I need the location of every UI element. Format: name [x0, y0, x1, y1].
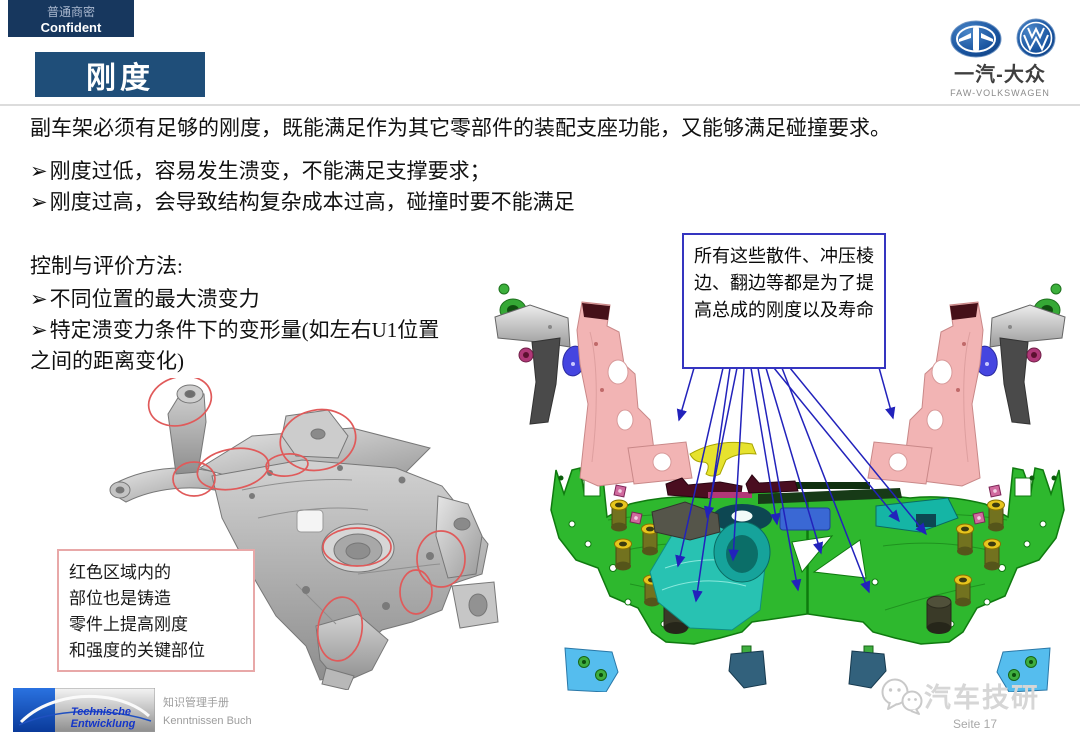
- casting-note-callout: 红色区域内的 部位也是铸造 零件上提高刚度 和强度的关键部位: [57, 549, 255, 672]
- gray-reinforcement: [651, 501, 721, 541]
- brand-name-en: FAW-VOLKSWAGEN: [950, 88, 1050, 98]
- intro-text: 副车架必须有足够的刚度，既能满足作为其它零部件的装配支座功能，又能够满足碰撞要求…: [30, 116, 891, 140]
- te-logo: Technische Entwicklung: [13, 688, 155, 732]
- brand-name-cn: 一汽-大众: [954, 64, 1046, 86]
- pink-clips: [613, 484, 643, 525]
- vw-logo: [1016, 18, 1056, 58]
- method-heading: 控制与评价方法:: [30, 254, 183, 278]
- bolt-head: [498, 283, 510, 295]
- parts-note-text: 所有这些散件、冲压棱边、翻边等都是为了提高总成的刚度以及寿命: [694, 246, 874, 320]
- red-highlight-ellipses: [147, 378, 466, 662]
- manual-label: 知识管理手册 Kenntnissen Buch: [163, 694, 252, 730]
- side-parts-group: [494, 283, 693, 487]
- svg-text:Technische: Technische: [71, 706, 131, 718]
- faw-logo: [950, 20, 1002, 58]
- badge-classification: 普通商密: [46, 5, 95, 19]
- dark-strip: [758, 488, 902, 504]
- manual-cn: 知识管理手册: [163, 697, 229, 709]
- center-bowl: [712, 504, 772, 583]
- pink-stamped-bracket: [576, 301, 693, 487]
- badge-label: Confident: [40, 20, 102, 35]
- wechat-icon: [881, 678, 923, 715]
- method-bullets: ➢不同位置的最大溃变力 ➢特定溃变力条件下的变形量(如左右U1位置之间的距离变化…: [30, 284, 460, 377]
- stiffness-bullets: ➢刚度过低，容易发生溃变，不能满足支撑要求； ➢刚度过高，会导致结构复杂成本过高…: [30, 156, 1030, 218]
- bullet-max-collapse-force: ➢不同位置的最大溃变力: [30, 287, 260, 311]
- manual-de: Kenntnissen Buch: [163, 715, 252, 727]
- gray-bracket: [494, 304, 571, 425]
- exploded-view-figure: [494, 283, 1066, 692]
- confidential-badge: 普通商密 Confident: [8, 0, 134, 37]
- parts-note-callout: 所有这些散件、冲压棱边、翻边等都是为了提高总成的刚度以及寿命: [682, 233, 886, 369]
- bullet-marker: ➢: [30, 190, 48, 214]
- bullet-deformation: ➢特定溃变力条件下的变形量(如左右U1位置之间的距离变化): [30, 318, 440, 373]
- page-title: 刚度: [35, 52, 205, 97]
- casting-body: [109, 384, 499, 690]
- magenta-ring: [518, 347, 534, 363]
- watermark-text: 汽车技研: [924, 683, 1040, 713]
- header-divider: [0, 104, 1080, 106]
- bullet-marker: ➢: [30, 318, 48, 342]
- annotation-arrows: [675, 363, 927, 603]
- corner-bracket: [564, 647, 619, 692]
- brand-logos: [950, 18, 1056, 58]
- bullet-low-stiffness: ➢刚度过低，容易发生溃变，不能满足支撑要求；: [30, 159, 491, 183]
- bullet-marker: ➢: [30, 287, 48, 311]
- blue-reinforcement: [779, 507, 831, 531]
- svg-text:Entwicklung: Entwicklung: [71, 718, 136, 730]
- subframe-casting-figure: [109, 378, 499, 690]
- small-bracket: [728, 645, 767, 689]
- page-number: Seite 17: [952, 717, 998, 731]
- bullet-marker: ➢: [30, 159, 48, 183]
- maroon-brackets: [665, 474, 799, 499]
- bullet-high-stiffness: ➢刚度过高，会导致结构复杂成本过高，碰撞时要不能满足: [30, 190, 575, 214]
- brand-text: 一汽-大众 FAW-VOLKSWAGEN: [940, 58, 1060, 98]
- bushing-sleeves: [610, 499, 661, 607]
